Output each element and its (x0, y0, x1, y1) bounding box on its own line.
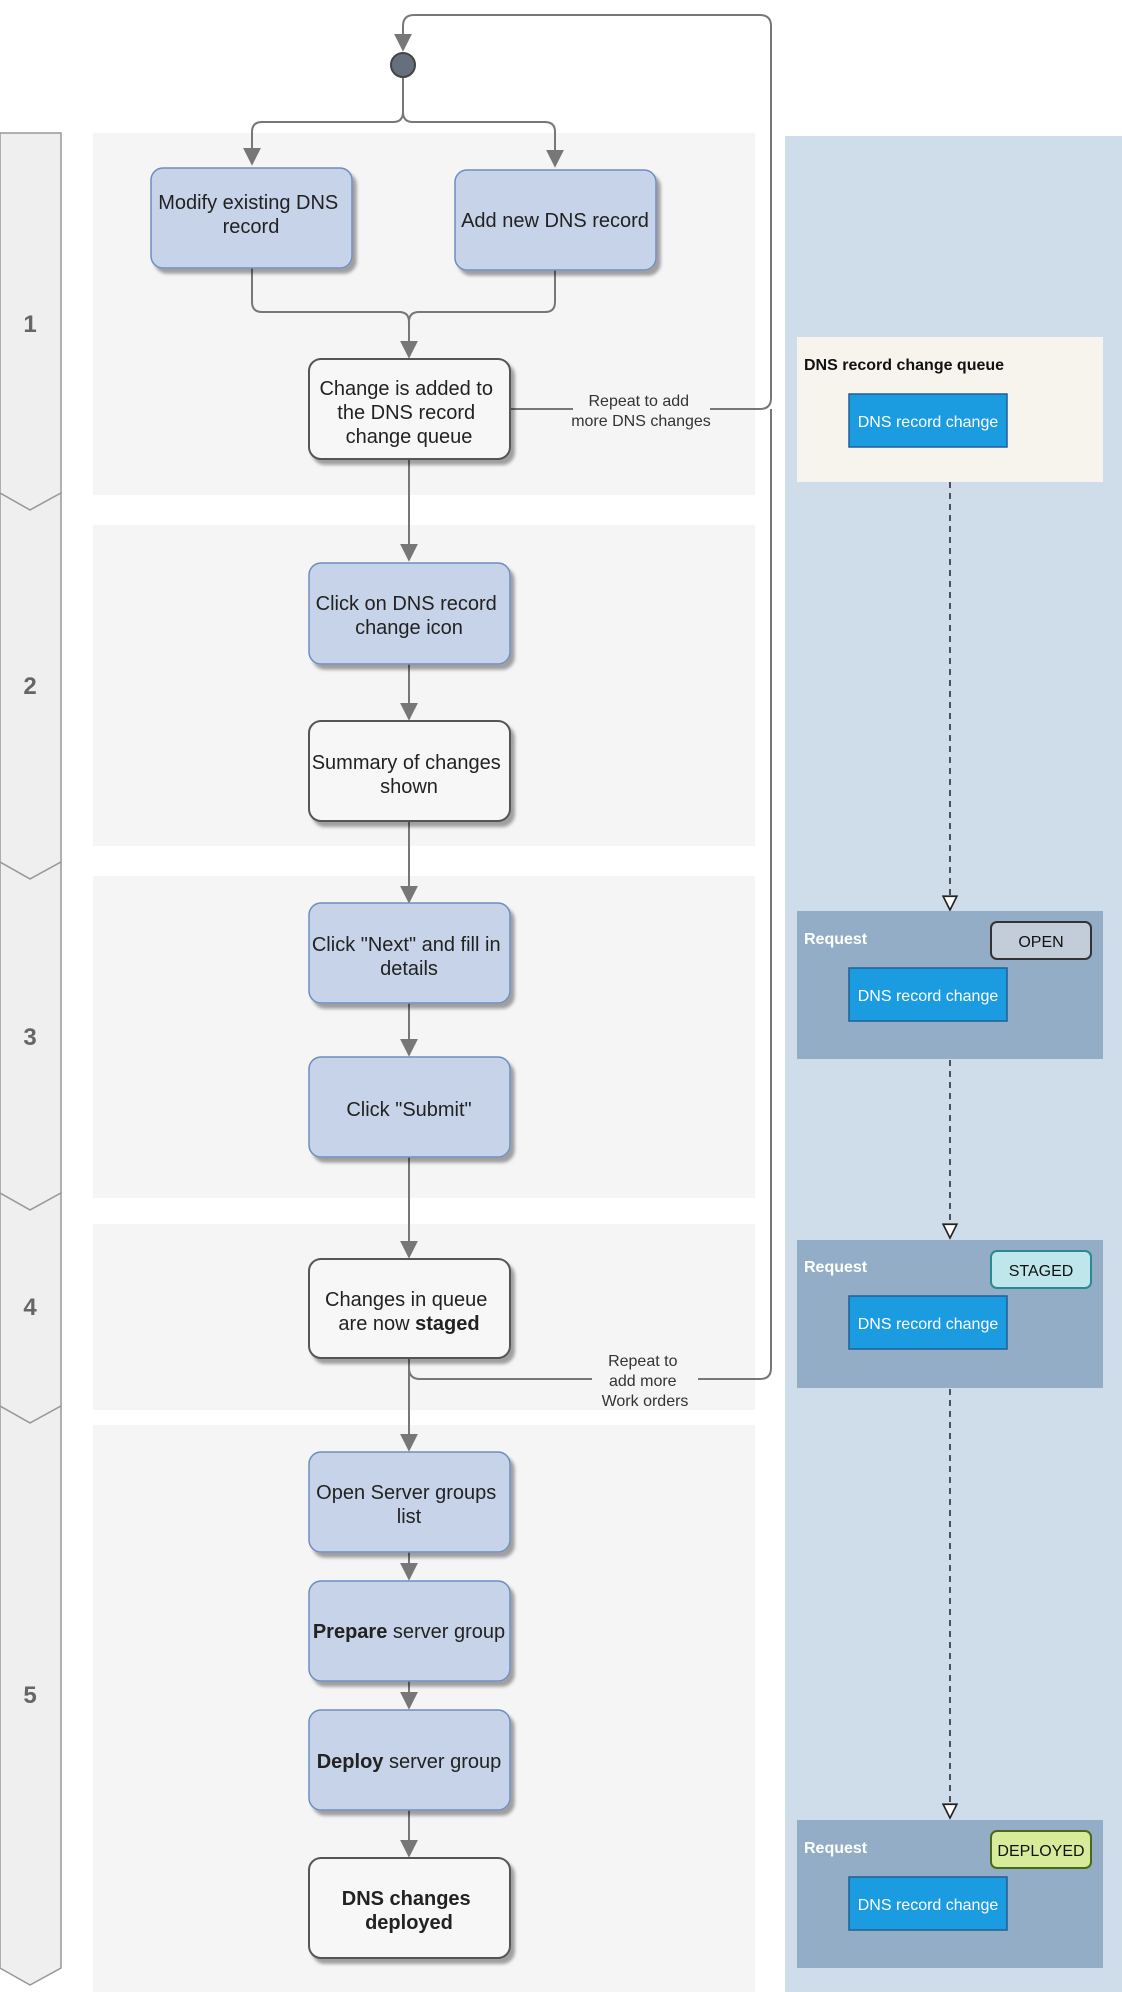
edge-label-repeat-dns-line1: Repeat to add (589, 393, 690, 410)
step-chevron-5 (0, 1404, 62, 1986)
node-add-new: Add new DNS record (454, 169, 657, 271)
node-added-to-queue-line2: the DNS record (337, 402, 475, 424)
request-deployed-chip-label: DNS record change (858, 1897, 999, 1914)
request-deployed-chip (848, 1876, 1008, 1931)
edge-repeat-dns-loop-return (394, 14, 772, 410)
node-click-next-line2: details (380, 958, 438, 980)
request-staged-chip (848, 1295, 1008, 1350)
svg-text:DNS changes deployed: DNS changes deployed (342, 1888, 477, 1934)
node-open-server-groups-line2: list (397, 1506, 422, 1528)
svg-text:Deploy server group: Deploy server group (317, 1751, 502, 1773)
status-badge-staged (990, 1250, 1092, 1289)
edge-label-repeat-work: Repeat to add more Work orders (602, 1353, 689, 1410)
node-deploy-rest: server group (383, 1751, 501, 1773)
request-open-title: Request (804, 931, 868, 948)
svg-text:Click "Next" and fill in: Click "Next" and fill in details (312, 934, 506, 980)
status-badge-open-label: OPEN (1018, 934, 1063, 951)
status-badge-deployed (990, 1830, 1092, 1869)
request-staged: Request STAGED DNS record change (797, 1240, 1103, 1388)
queue-panel: DNS record change queue DNS record chang… (797, 337, 1103, 482)
node-summary-line1: Summary of changes (312, 752, 501, 774)
status-badge-deployed-label: DEPLOYED (997, 1843, 1084, 1860)
node-deploy: Deploy server group (308, 1709, 511, 1811)
node-click-submit-label: Click "Submit" (346, 1099, 471, 1121)
status-badge-staged-label: STAGED (1009, 1263, 1074, 1280)
node-staged-line1: Changes in queue (325, 1289, 487, 1311)
node-summary: Summary of changes shown (308, 720, 511, 822)
node-added-to-queue: Change is added to the DNS record change… (308, 358, 511, 460)
node-modify-existing-line2: record (223, 216, 280, 238)
node-staged: Changes in queue are now staged (308, 1258, 511, 1359)
edge-add-to-queue (408, 270, 556, 357)
node-click-submit: Click "Submit" (308, 1056, 511, 1158)
step-number-3: 3 (23, 1024, 36, 1051)
svg-text:Click on DNS record chan: Click on DNS record change icon (316, 593, 503, 639)
node-deployed: DNS changes deployed (308, 1857, 511, 1959)
queue-chip (848, 393, 1008, 448)
step-ruler: 1 2 3 4 5 (0, 132, 62, 1986)
status-badge-open (990, 921, 1092, 960)
request-staged-chip-label: DNS record change (858, 1316, 999, 1333)
node-click-next-line1: Click "Next" and fill in (312, 934, 501, 956)
svg-text:Change is added to the D: Change is added to the DNS record change… (319, 378, 498, 448)
node-click-icon: Click on DNS record change icon (308, 562, 511, 665)
svg-text:Open Server groups list: Open Server groups list (316, 1482, 502, 1528)
edge-label-repeat-work-line3: Work orders (602, 1393, 689, 1410)
node-summary-line2: shown (380, 776, 438, 798)
step-number-1: 1 (23, 311, 36, 338)
edge-start-to-add (402, 77, 564, 168)
node-modify-existing: Modify existing DNS record (150, 167, 353, 269)
request-open-chip (848, 967, 1008, 1022)
node-modify-existing-line1: Modify existing DNS (158, 192, 338, 214)
step-number-2: 2 (23, 673, 36, 700)
node-added-to-queue-line3: change queue (346, 426, 473, 448)
request-deployed-title: Request (804, 1840, 868, 1857)
node-deploy-bold: Deploy (317, 1751, 385, 1773)
step-number-5: 5 (23, 1682, 36, 1709)
request-deployed: Request DEPLOYED DNS record change (797, 1820, 1103, 1968)
node-staged-line2-pre: are now (338, 1313, 415, 1335)
step-number-4: 4 (23, 1294, 37, 1321)
node-click-icon-line1: Click on DNS record (316, 593, 497, 615)
node-click-icon-line2: change icon (355, 617, 463, 639)
request-open: Request OPEN DNS record change (797, 911, 1103, 1059)
edge-start-to-modify (243, 77, 404, 166)
edge-label-repeat-work-line2: add more (609, 1373, 677, 1390)
edge-label-repeat-work-line1: Repeat to (608, 1353, 677, 1370)
edges (243, 14, 772, 1858)
node-open-server-groups-line1: Open Server groups (316, 1482, 496, 1504)
request-staged-title: Request (804, 1259, 868, 1276)
start-node (390, 52, 416, 78)
queue-panel-title: DNS record change queue (804, 357, 1004, 374)
node-staged-line2-bold: staged (415, 1313, 479, 1335)
svg-text:Changes in queue are now: Changes in queue are now staged (325, 1289, 493, 1335)
queue-chip-label: DNS record change (858, 414, 999, 431)
edge-label-repeat-dns-line2: more DNS changes (571, 413, 711, 430)
request-open-chip-label: DNS record change (858, 988, 999, 1005)
node-added-to-queue-line1: Change is added to (319, 378, 492, 400)
svg-text:Prepare server group: Prepare server group (313, 1621, 505, 1643)
node-open-server-groups: Open Server groups list (308, 1451, 511, 1553)
node-prepare-rest: server group (387, 1621, 505, 1643)
node-add-new-label: Add new DNS record (461, 210, 649, 232)
node-click-next: Click "Next" and fill in details (308, 902, 511, 1004)
svg-text:Modify existing DNS reco: Modify existing DNS record (158, 192, 344, 238)
node-prepare: Prepare server group (308, 1580, 511, 1682)
node-prepare-bold: Prepare (313, 1621, 388, 1643)
node-deployed-line2: deployed (365, 1912, 453, 1934)
edge-modify-to-queue (251, 268, 418, 359)
node-deployed-line1: DNS changes (342, 1888, 471, 1910)
svg-text:Summary of changes shown: Summary of changes shown (312, 752, 507, 798)
edge-repeat-work-loop-return (698, 409, 772, 1380)
edge-label-repeat-dns: Repeat to add more DNS changes (571, 393, 711, 430)
